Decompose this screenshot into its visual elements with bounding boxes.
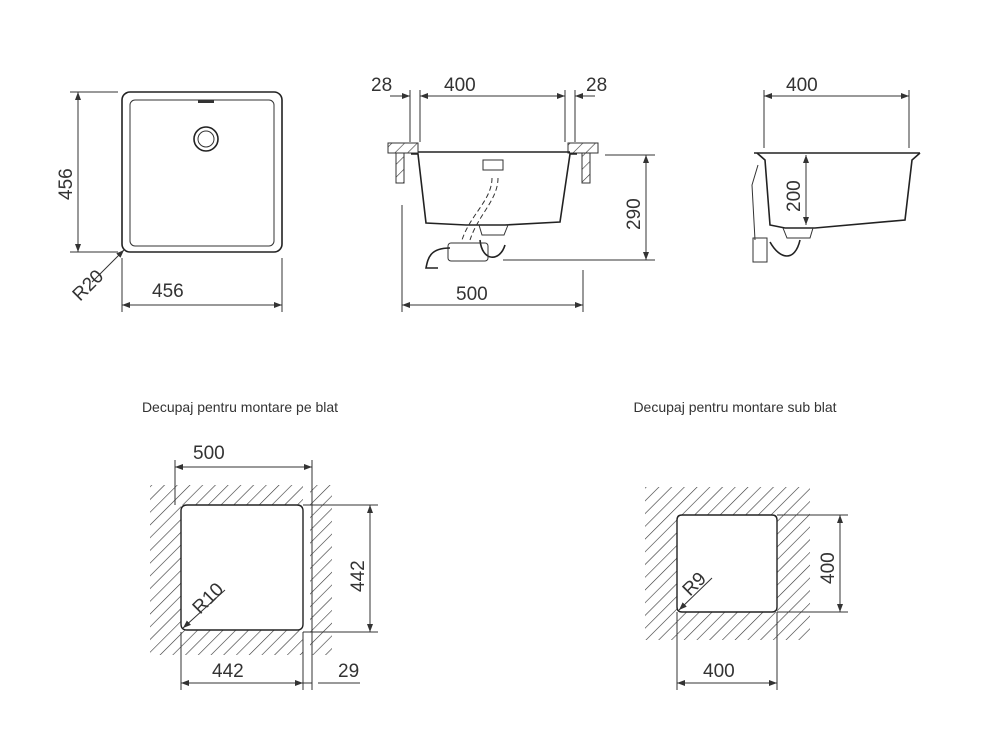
- top-view: 456 456 R20: [56, 91, 283, 312]
- side-view: 400 200: [751, 75, 921, 263]
- drain-icon: [193, 126, 219, 152]
- dim-cutout-height: 442: [348, 560, 369, 592]
- dim-rim-right: 28: [586, 75, 607, 96]
- dim-under-height: 400: [818, 552, 839, 584]
- sink-outline: [121, 91, 283, 253]
- dim-height: 456: [56, 168, 77, 200]
- front-view: 28 400 28 500 290: [371, 75, 655, 312]
- dim-depth: 290: [624, 198, 645, 230]
- caption-top-mount: Decupaj pentru montare pe blat: [142, 399, 338, 415]
- caption-under-mount: Decupaj pentru montare sub blat: [633, 399, 836, 415]
- cutout-under-mount: Decupaj pentru montare sub blat 400 400 …: [633, 399, 848, 690]
- dim-cutout-width: 442: [212, 661, 244, 682]
- dim-overlap: 29: [338, 661, 359, 682]
- dim-rim-left: 28: [371, 75, 392, 96]
- dim-outer-width: 500: [193, 443, 225, 464]
- bowl-profile: [411, 153, 577, 226]
- dim-width: 456: [152, 281, 184, 302]
- cutout-top-mount: Decupaj pentru montare pe blat 500 442 4…: [142, 399, 378, 690]
- dim-side-width: 400: [786, 75, 818, 96]
- dim-bowl-width: 400: [444, 75, 476, 96]
- bowl-outline: [129, 99, 275, 247]
- dim-under-width: 400: [703, 661, 735, 682]
- dim-overall-width: 500: [456, 284, 488, 305]
- dim-side-depth: 200: [784, 180, 805, 212]
- side-bowl-profile: [756, 152, 921, 229]
